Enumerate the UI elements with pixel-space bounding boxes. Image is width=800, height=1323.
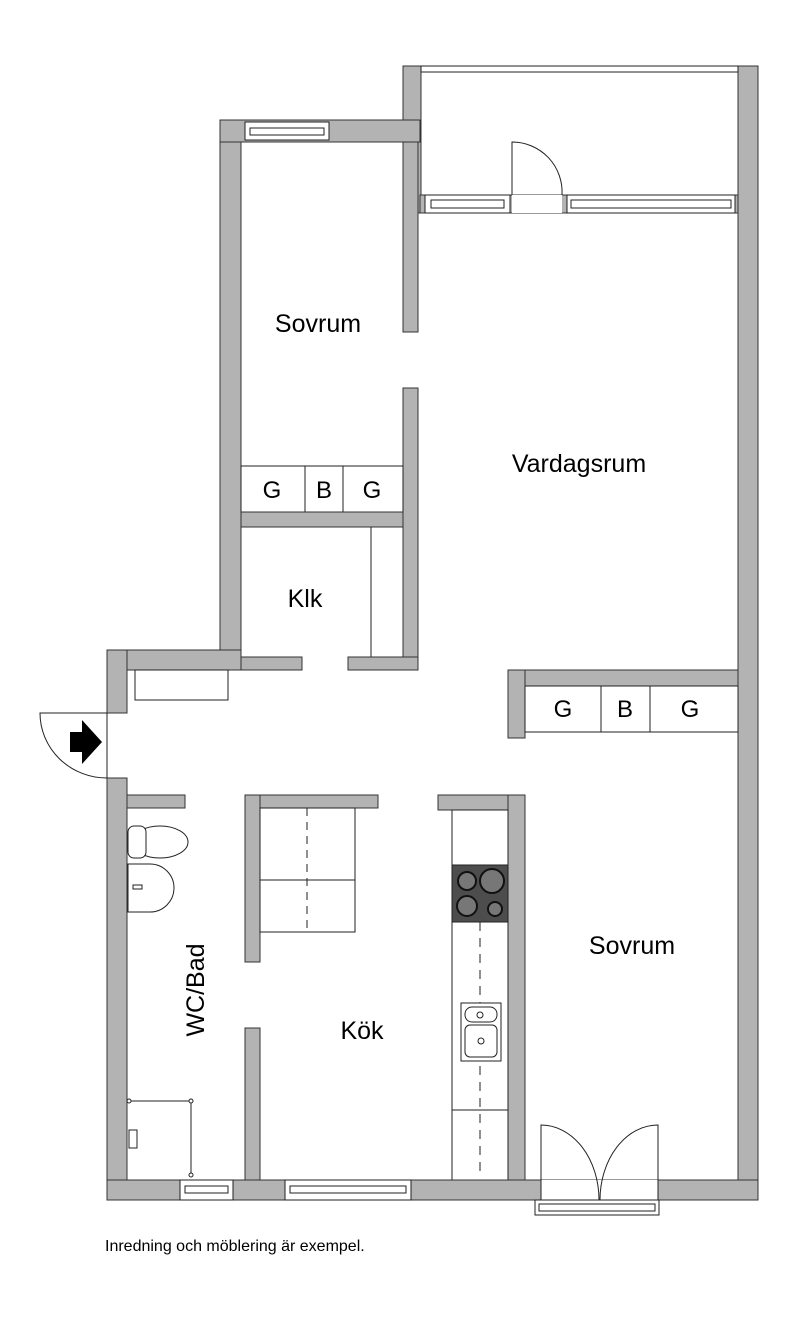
balcony bbox=[402, 65, 759, 1201]
sink-icon bbox=[127, 863, 175, 913]
entrance-arrow-icon bbox=[70, 720, 102, 764]
closet-label: G bbox=[263, 477, 282, 504]
kitchen-sink-icon bbox=[460, 1002, 502, 1062]
window bbox=[566, 194, 736, 214]
closet-label: G bbox=[681, 696, 700, 723]
room-label-bedroom-right: Sovrum bbox=[589, 932, 675, 960]
closet-label: B bbox=[617, 696, 633, 723]
french-balcony-door[interactable] bbox=[534, 1124, 660, 1216]
window bbox=[244, 121, 330, 141]
stove-icon bbox=[451, 864, 509, 923]
sofa-bed bbox=[259, 807, 356, 933]
closet-label: B bbox=[316, 477, 332, 504]
window bbox=[284, 1179, 412, 1201]
room-label-walk-in-closet: Klk bbox=[288, 585, 323, 613]
window bbox=[179, 1179, 234, 1201]
room-label-kitchen: Kök bbox=[340, 1017, 384, 1045]
room-label-bathroom: WC/Bad bbox=[182, 943, 210, 1036]
closet-label: G bbox=[363, 477, 382, 504]
toilet-icon bbox=[127, 825, 189, 859]
entrance-door[interactable] bbox=[39, 712, 108, 779]
disclaimer-caption: Inredning och möblering är exempel. bbox=[105, 1238, 365, 1255]
shower-icon bbox=[126, 1098, 194, 1178]
balcony-door[interactable] bbox=[511, 141, 563, 196]
closet-row-right: G B G bbox=[524, 685, 739, 733]
hall-shelf bbox=[134, 669, 229, 701]
window bbox=[424, 194, 511, 214]
closet-row-top: G B G bbox=[240, 465, 404, 513]
closet-label: G bbox=[554, 696, 573, 723]
room-label-living-room: Vardagsrum bbox=[512, 450, 646, 478]
room-label-bedroom-top: Sovrum bbox=[275, 310, 361, 338]
